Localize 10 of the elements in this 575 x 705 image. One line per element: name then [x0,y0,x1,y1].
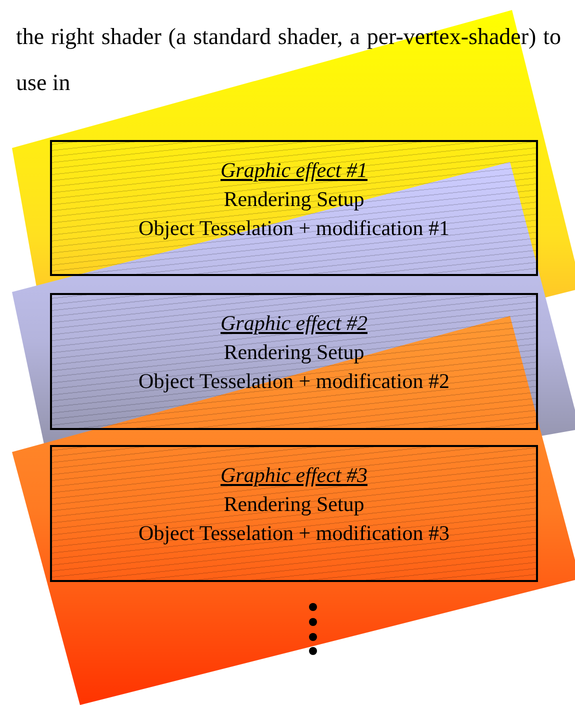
effect-box [50,140,538,276]
effect-step: Rendering Setup [224,185,364,214]
effect-step: Rendering Setup [224,338,364,367]
effect-heading: Graphic effect #2 [220,310,368,337]
effect-heading: Graphic effect #3 [220,462,368,489]
effect-heading: Graphic effect #1 [220,157,368,184]
effect-box [50,445,538,582]
effect-box [50,293,538,430]
effect-step: Rendering Setup [224,490,364,519]
effect-step: Object Tesselation + modification #3 [138,519,450,548]
